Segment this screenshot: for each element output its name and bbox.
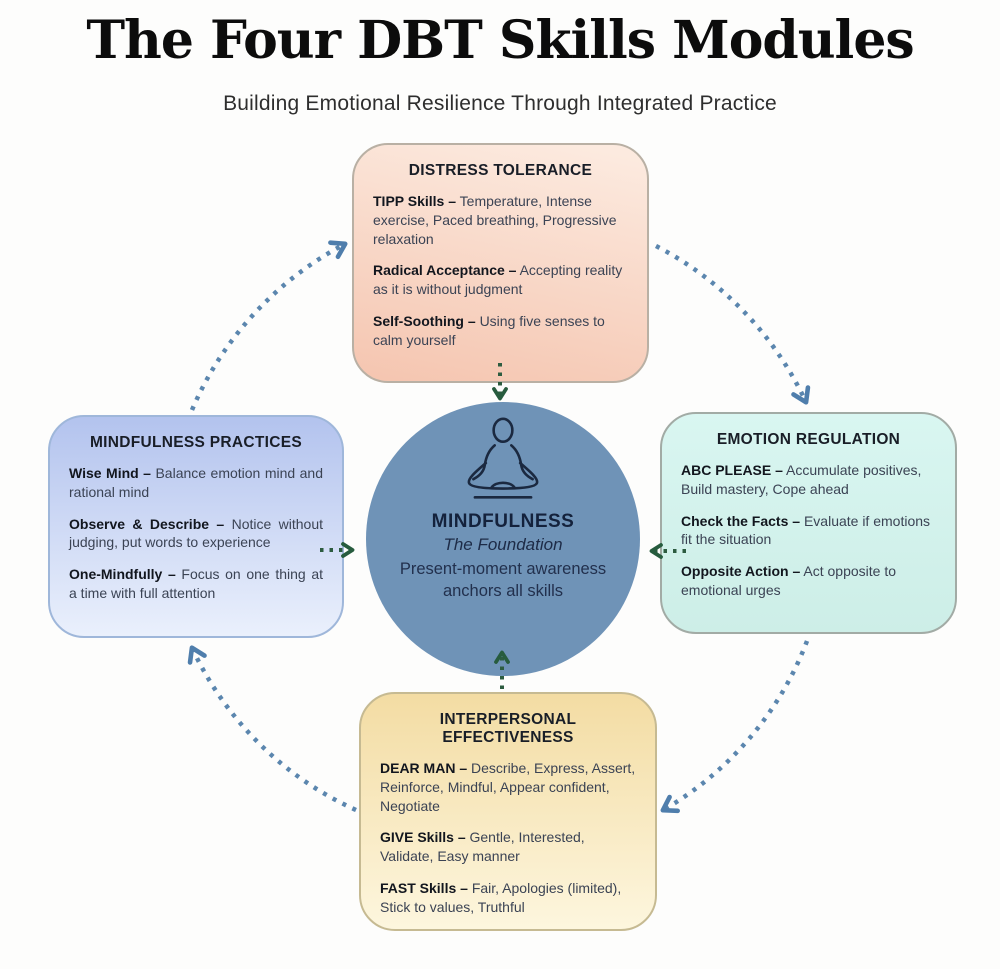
- module-title: INTERPERSONAL EFFECTIVENESS: [439, 711, 577, 746]
- arc-arrow-right-to-bottom: [660, 640, 810, 814]
- skill-item: Check the Facts – Evaluate if emotions f…: [681, 512, 936, 550]
- skill-item: Self-Soothing – Using five senses to cal…: [373, 312, 628, 350]
- skill-item: Radical Acceptance – Accepting reality a…: [373, 261, 628, 299]
- skill-term: DEAR MAN –: [380, 760, 468, 776]
- skill-term: TIPP Skills –: [373, 193, 457, 209]
- skill-term: GIVE Skills –: [380, 829, 466, 846]
- skill-item: TIPP Skills – Temperature, Intense exerc…: [373, 192, 628, 248]
- skill-desc: Fair, Apologies (limited), Stick to valu…: [380, 879, 622, 915]
- page-subtitle: Building Emotional Resilience Through In…: [223, 92, 777, 115]
- center-tagline: The Foundation: [443, 535, 563, 554]
- skill-term: Radical Acceptance –: [373, 262, 517, 279]
- skill-term: Wise Mind –: [69, 465, 151, 481]
- skill-item: DEAR MAN – Describe, Express, Assert, Re…: [380, 759, 636, 815]
- module-title: MINDFULNESS PRACTICES: [89, 434, 303, 451]
- skill-desc: Act opposite to emotional urges: [681, 563, 897, 598]
- skill-desc: Temperature, Intense exercise, Paced bre…: [373, 193, 617, 247]
- center-title: MINDFULNESS: [431, 511, 575, 532]
- skill-desc: Using five senses to calm yourself: [373, 312, 605, 348]
- meditation-lotus-icon: [467, 417, 539, 499]
- center-description: Present-moment awareness anchors all ski…: [399, 560, 607, 601]
- center-mindfulness-circle: MINDFULNESS The Foundation Present-momen…: [366, 402, 640, 676]
- module-card-mindfulness-practices: MINDFULNESS PRACTICES Wise Mind – Balanc…: [48, 415, 344, 638]
- module-card-interpersonal-effectiveness: INTERPERSONAL EFFECTIVENESS DEAR MAN – D…: [359, 692, 657, 931]
- skill-item: FAST Skills – Fair, Apologies (limited),…: [380, 879, 636, 917]
- skill-term: Self-Soothing –: [373, 312, 476, 329]
- skill-term: Opposite Action –: [681, 563, 801, 579]
- skill-item: One-Mindfully – Focus on one thing at a …: [69, 565, 323, 603]
- skill-desc: Evaluate if emotions fit the situation: [681, 512, 931, 548]
- arc-arrow-top-to-right: [654, 244, 811, 405]
- skill-term: One-Mindfully –: [69, 566, 176, 582]
- skill-desc: Accepting reality as it is without judgm…: [373, 262, 623, 297]
- module-card-emotion-regulation: EMOTION REGULATION ABC PLEASE – Accumula…: [660, 412, 957, 634]
- skill-item: Observe & Describe – Notice without judg…: [69, 515, 323, 553]
- skill-desc: Accumulate positives, Build mastery, Cop…: [681, 462, 922, 497]
- skill-item: ABC PLEASE – Accumulate positives, Build…: [681, 461, 936, 499]
- module-card-distress-tolerance: DISTRESS TOLERANCE TIPP Skills – Tempera…: [352, 143, 649, 383]
- arc-arrow-bottom-to-left: [187, 645, 357, 813]
- skill-term: FAST Skills –: [380, 879, 468, 896]
- page-title: The Four DBT Skills Modules: [86, 10, 914, 71]
- arc-arrow-left-to-top: [189, 240, 348, 411]
- skill-desc: Describe, Express, Assert, Reinforce, Mi…: [380, 760, 636, 814]
- skill-item: Opposite Action – Act opposite to emotio…: [681, 562, 936, 600]
- skill-term: ABC PLEASE –: [681, 462, 783, 478]
- skill-term: Check the Facts –: [681, 512, 801, 529]
- skill-term: Observe & Describe –: [69, 515, 225, 532]
- skill-item: GIVE Skills – Gentle, Interested, Valida…: [380, 828, 636, 866]
- skill-desc: Notice without judging, put words to exp…: [69, 515, 323, 551]
- skill-desc: Balance emotion mind and rational mind: [69, 465, 323, 500]
- skill-item: Wise Mind – Balance emotion mind and rat…: [69, 464, 323, 502]
- module-title: EMOTION REGULATION: [716, 431, 901, 448]
- skill-desc: Gentle, Interested, Validate, Easy manne…: [380, 829, 585, 864]
- module-title: DISTRESS TOLERANCE: [408, 162, 593, 179]
- skill-desc: Focus on one thing at a time with full a…: [69, 566, 324, 601]
